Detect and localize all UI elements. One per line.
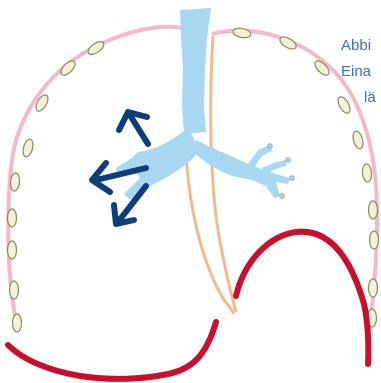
trachea bbox=[180, 8, 211, 134]
rib bbox=[8, 209, 17, 227]
rib bbox=[86, 39, 106, 57]
rib bbox=[10, 281, 19, 299]
rib bbox=[362, 164, 373, 183]
rib bbox=[278, 35, 298, 52]
rib bbox=[370, 231, 379, 249]
rib bbox=[351, 130, 364, 150]
diaphragm-right bbox=[236, 232, 368, 364]
caption-line-2: Eina bbox=[341, 63, 372, 80]
diaphragm-left bbox=[8, 322, 216, 379]
caption-line-3: lä bbox=[364, 89, 376, 106]
arrow-up-left bbox=[119, 112, 148, 144]
rib bbox=[8, 241, 17, 259]
caption: Abbi Eina lä bbox=[341, 37, 376, 106]
rib bbox=[369, 279, 378, 297]
right-branch-upper bbox=[248, 145, 272, 168]
rib bbox=[13, 314, 22, 332]
rib bbox=[369, 201, 378, 219]
right-branch-mid bbox=[262, 160, 286, 174]
rib bbox=[336, 95, 353, 115]
rib bbox=[232, 27, 251, 39]
rib bbox=[21, 138, 34, 158]
diaphragm bbox=[8, 232, 368, 379]
caption-line-1: Abbi bbox=[341, 37, 371, 54]
